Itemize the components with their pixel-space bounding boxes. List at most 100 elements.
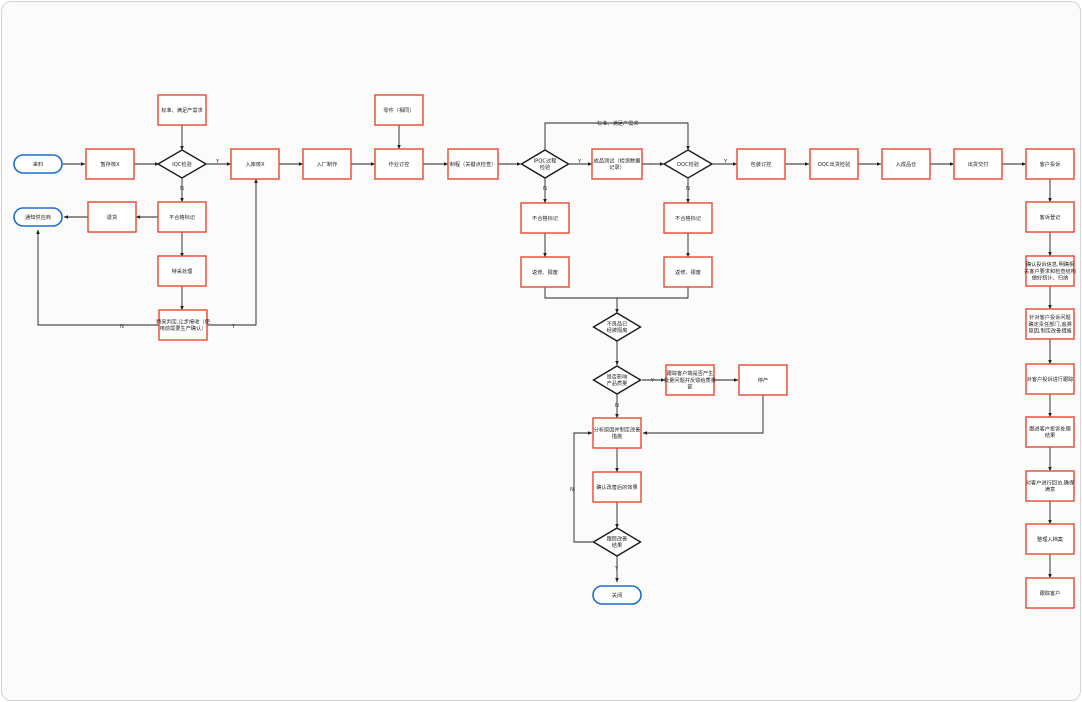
node-c5: 对客户投诉进行跟踪 — [1025, 363, 1075, 395]
node-label: 是否影响 — [607, 373, 628, 381]
node-label: 入成品仓 — [896, 160, 918, 168]
node-close: 关闭 — [592, 585, 642, 605]
node-shape — [520, 149, 570, 179]
node-c8: 整理入档案 — [1025, 523, 1075, 555]
node-test1: 制程（关键点检查） — [447, 148, 499, 180]
node-label: 确认投诉信息,明确相 — [1026, 260, 1074, 268]
node-label: 不良品已 — [607, 320, 628, 328]
node-label: 跟踪改善 — [607, 535, 628, 543]
node-label: 退货 — [107, 213, 117, 221]
node-start: 来料 — [13, 154, 63, 174]
node-fix3: 返修、报废 — [663, 256, 713, 288]
node-shape — [592, 471, 642, 503]
node-label: 检验 — [540, 163, 551, 171]
node-shape — [157, 255, 207, 287]
node-shape — [1025, 523, 1075, 555]
node-label: 部 — [687, 382, 692, 390]
edge-label-n: N — [570, 487, 574, 493]
node-shape — [592, 527, 642, 557]
node-shape — [87, 201, 137, 233]
node-label: 批量问题并反馈给质量 — [664, 376, 716, 384]
node-shape — [13, 207, 63, 227]
edge-feedback-loop — [544, 122, 690, 151]
edge-label-n: N — [120, 324, 124, 330]
node-shape — [374, 94, 424, 126]
node-shape — [1025, 201, 1075, 233]
node-shape — [665, 364, 715, 396]
node-label: 特采处理 — [172, 267, 194, 275]
edge-label-n: N — [180, 186, 184, 192]
node-shape — [953, 148, 1003, 180]
node-label: 确定责任部门,追溯 — [1028, 320, 1071, 328]
edge-label-y: Y — [650, 378, 655, 384]
node-in-make: 入厂制作 — [302, 148, 352, 180]
node-label: 措施 — [612, 432, 622, 440]
edge-label-y: Y — [215, 159, 220, 165]
node-shape — [592, 365, 642, 395]
node-shape — [1025, 308, 1075, 340]
node-reject: 停产 — [738, 364, 788, 396]
node-label: 整理入档案 — [1037, 535, 1064, 543]
node-shape — [13, 154, 63, 174]
node-label: 包装订控 — [751, 160, 772, 168]
node-label: 零件（相同） — [383, 106, 414, 114]
node-label: 出货交付 — [968, 160, 989, 168]
node-shape — [1025, 363, 1075, 395]
node-ng3: 不合格标记 — [663, 202, 713, 234]
node-shape — [157, 94, 207, 126]
node-label: 结果 — [1045, 431, 1055, 439]
node-shape — [662, 149, 714, 179]
edge-label-feedback: 标准、满足产需求 — [597, 119, 639, 127]
edge-label-n: N — [615, 403, 619, 409]
node-label: 跟进客户投诉处理 — [1029, 425, 1071, 433]
node-shape — [157, 201, 207, 233]
node-shape — [1025, 470, 1075, 502]
node-label: OQC检验 — [677, 160, 700, 168]
node-shape — [663, 202, 713, 234]
node-verify: 确认改善后的效果 — [592, 471, 642, 503]
node-shape — [1025, 577, 1075, 609]
node-shape — [591, 148, 643, 180]
node-label: 客户投诉 — [1040, 160, 1061, 168]
node-shape — [156, 149, 208, 179]
node-notify: 通知供应商 — [13, 207, 63, 227]
connectors — [36, 122, 1052, 583]
node-label: 对客户投诉进行跟踪 — [1027, 375, 1075, 383]
node-shape — [374, 148, 424, 180]
node-label: 确认改善后的效果 — [596, 483, 638, 491]
node-ship: 出货交付 — [953, 148, 1003, 180]
node-stock: 入成品仓 — [881, 148, 931, 180]
node-label: 结果 — [612, 541, 622, 549]
node-shape — [520, 256, 570, 288]
node-shape — [85, 148, 135, 180]
edge-judge1-notify — [36, 229, 159, 326]
node-label: 停产 — [758, 376, 768, 384]
node-shape — [230, 148, 280, 180]
node-label: 通知供应商 — [25, 213, 51, 221]
edge-label-n: N — [543, 186, 547, 192]
node-shape — [663, 256, 713, 288]
node-label: 原因,制定改善措施 — [1028, 326, 1071, 334]
node-label: 针对客户投诉问题 — [1029, 313, 1071, 321]
node-c2: 客诉登记 — [1025, 201, 1075, 233]
node-label: 返修、报废 — [532, 268, 558, 276]
node-std: 标准、满足产需求 — [157, 94, 207, 126]
node-ng1: 不合格标记 — [157, 201, 207, 233]
node-label: 满意 — [1045, 485, 1055, 493]
node-label: 特采判定,让步接收（使 — [156, 318, 210, 326]
edge-labels: Y N N Y Y N Y N Y N N Y 标准、满足产需求 — [120, 119, 728, 572]
node-label: 分析原因并制定改善 — [594, 426, 641, 434]
node-label: 记录） — [609, 163, 625, 171]
edge-judge1-store1 — [207, 178, 258, 326]
